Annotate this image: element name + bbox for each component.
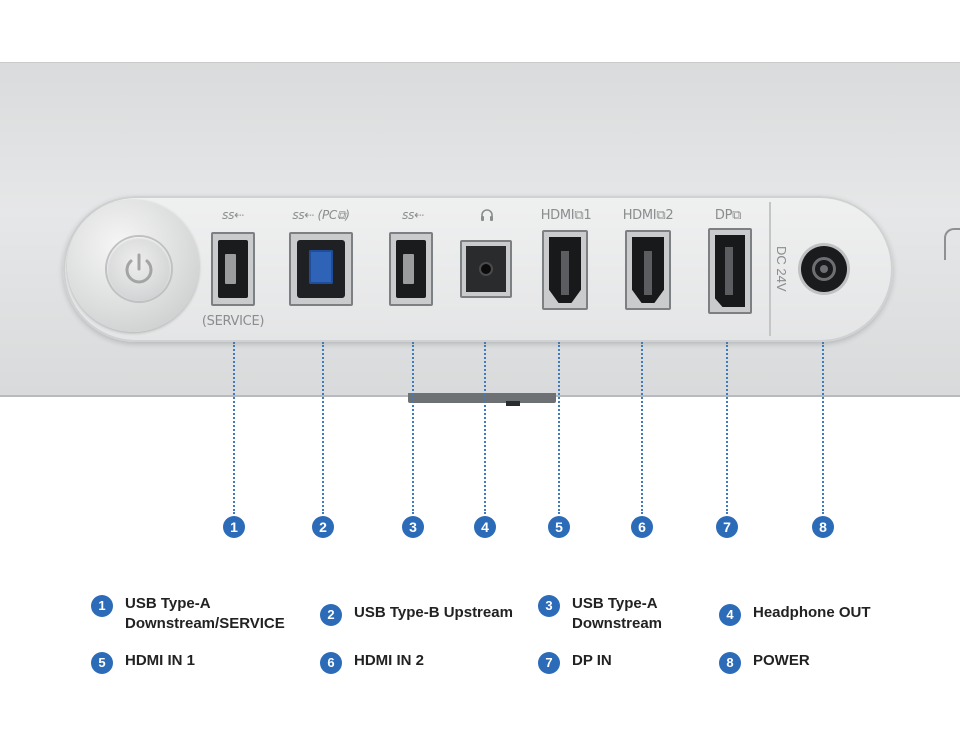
usb-a-service-port[interactable]	[211, 232, 255, 306]
legend-text: Headphone OUT	[753, 604, 871, 621]
usb-a-downstream-port[interactable]	[389, 232, 433, 306]
legend-item-7: 7 DP IN	[538, 651, 612, 674]
legend-item-5: 5 HDMI IN 1	[91, 651, 195, 674]
port-2-top-label: ss⇠ (PC⧉)	[292, 208, 350, 222]
port-5-top-label: HDMI⧉1	[540, 208, 592, 223]
legend-badge: 5	[91, 652, 113, 674]
leader-line-4	[484, 342, 486, 514]
power-icon	[125, 253, 153, 284]
stand-base	[408, 393, 556, 403]
port-4-top-label	[479, 207, 495, 227]
legend-text: USB Type-A Downstream	[572, 595, 663, 632]
usb-b-upstream-port[interactable]	[289, 232, 353, 306]
port-1-bottom-label: (SERVICE)	[201, 314, 265, 329]
monitor-edge	[944, 228, 960, 260]
legend-text: USB Type-B Upstream	[354, 604, 513, 621]
hdmi-1-port[interactable]	[542, 230, 588, 310]
callout-badge-8: 8	[812, 516, 834, 538]
leader-line-6	[641, 342, 643, 514]
callout-badge-5: 5	[548, 516, 570, 538]
callout-badge-4: 4	[474, 516, 496, 538]
leader-line-7	[726, 342, 728, 514]
power-button[interactable]	[107, 237, 171, 301]
callout-badge-6: 6	[631, 516, 653, 538]
legend-badge: 2	[320, 604, 342, 626]
panel-divider	[769, 202, 771, 336]
port-panel: ss⇠ (SERVICE) ss⇠ (PC⧉) ss⇠ HDMI⧉1 HDMI⧉…	[63, 196, 893, 342]
legend-badge: 7	[538, 652, 560, 674]
leader-line-8	[822, 342, 824, 514]
callout-badge-7: 7	[716, 516, 738, 538]
legend-item-4: 4 Headphone OUT	[719, 603, 871, 626]
legend-badge: 6	[320, 652, 342, 674]
port-6-top-label: HDMI⧉2	[622, 208, 674, 223]
legend-badge: 1	[91, 595, 113, 617]
legend-item-1: 1 USB Type-A Downstream/SERVICE	[91, 594, 285, 634]
power-disc	[67, 200, 199, 332]
port-8-label: DC 24V	[774, 246, 789, 292]
leader-line-1	[233, 342, 235, 514]
leader-line-5	[558, 342, 560, 514]
legend-item-2: 2 USB Type-B Upstream	[320, 603, 513, 626]
legend-item-6: 6 HDMI IN 2	[320, 651, 424, 674]
legend-text: POWER	[753, 652, 810, 669]
leader-line-3	[412, 342, 414, 514]
legend-badge: 3	[538, 595, 560, 617]
legend-text: USB Type-A Downstream/SERVICE	[125, 595, 285, 632]
callout-badge-2: 2	[312, 516, 334, 538]
stand-notch	[506, 401, 520, 406]
displayport-port[interactable]	[708, 228, 752, 314]
legend-text: HDMI IN 2	[354, 652, 425, 669]
dc-power-port[interactable]	[801, 246, 847, 292]
legend-item-8: 8 POWER	[719, 651, 810, 674]
port-7-top-label: DP⧉	[714, 208, 742, 223]
port-1-top-label: ss⇠	[222, 208, 244, 222]
port-3-top-label: ss⇠	[402, 208, 424, 222]
callout-badge-3: 3	[402, 516, 424, 538]
headphone-icon	[481, 209, 493, 221]
legend-badge: 8	[719, 652, 741, 674]
leader-line-2	[322, 342, 324, 514]
callout-badge-1: 1	[223, 516, 245, 538]
legend-badge: 4	[719, 604, 741, 626]
headphone-port[interactable]	[460, 240, 512, 298]
hdmi-2-port[interactable]	[625, 230, 671, 310]
legend-text: HDMI IN 1	[125, 652, 196, 669]
legend-item-3: 3 USB Type-A Downstream	[538, 594, 662, 634]
legend-text: DP IN	[572, 652, 612, 669]
